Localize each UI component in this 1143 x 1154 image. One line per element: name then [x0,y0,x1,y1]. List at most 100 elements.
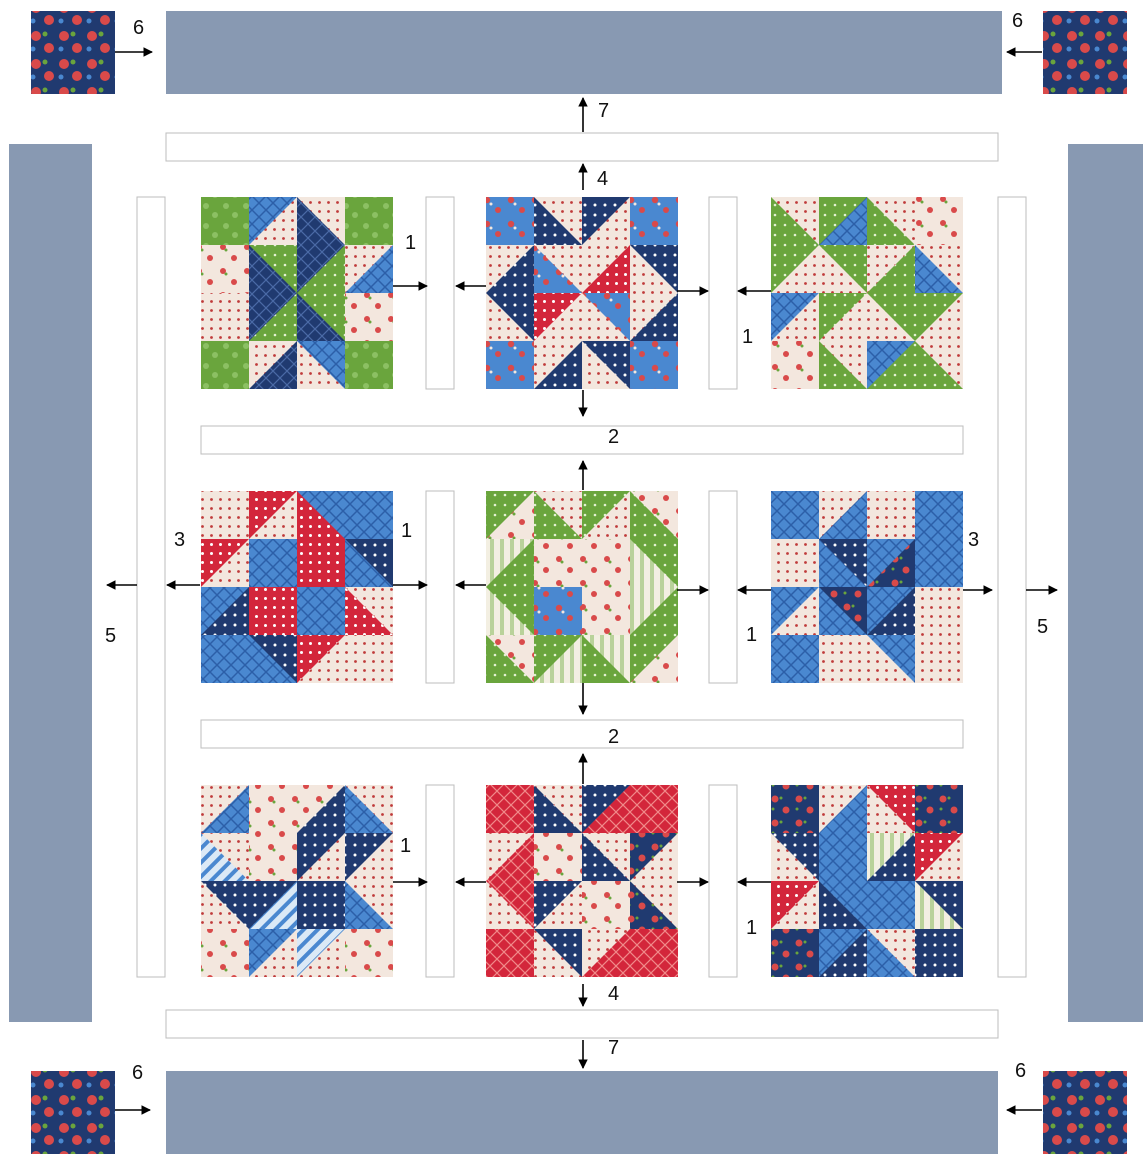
label-5-left: 5 [105,625,116,647]
blue-star-block [771,491,963,683]
green-pinwheel-block [771,197,963,389]
patch [486,929,534,977]
patch [630,785,678,833]
patch [345,635,393,683]
row-sashing-strip-1 [201,426,963,454]
patch [201,293,249,341]
label-7-bottom: 7 [608,1037,619,1059]
block-sashing-r1-b [709,197,737,389]
patch [915,929,963,977]
patch [915,539,963,587]
label-6-bottom-left: 6 [132,1062,143,1084]
patch [915,785,963,833]
patch [915,197,963,245]
label-3-right: 3 [968,529,979,551]
patch [345,197,393,245]
label-1-r1-right: 1 [742,326,753,348]
bottom-sashing-strip [166,1010,998,1038]
patch [249,539,297,587]
left-border [9,144,92,1022]
patch [771,539,819,587]
patch [582,587,630,635]
left-sashing-strip [137,197,165,977]
label-4-bottom: 4 [608,983,619,1005]
label-7-top: 7 [598,100,609,122]
label-1-r1-left: 1 [405,232,416,254]
label-5-right: 5 [1037,616,1048,638]
square-in-square-block [201,491,393,683]
patch [201,929,249,977]
patch [345,341,393,389]
patch [345,929,393,977]
bottom-border [166,1071,998,1154]
navy-triangles-block [771,785,963,977]
patch [867,881,915,929]
patch [201,245,249,293]
patch [771,635,819,683]
patch [486,341,534,389]
patch [819,833,867,881]
patch [771,491,819,539]
patch [630,929,678,977]
patch [297,539,345,587]
patch [486,785,534,833]
diamond-center-block [486,785,678,977]
block-sashing-r3-a [426,785,454,977]
patch [201,635,249,683]
block-sashing-r2-a [426,491,454,683]
label-1-r3-right: 1 [746,917,757,939]
patch [771,341,819,389]
label-6-top-left: 6 [133,17,144,39]
sawtooth-star-block [486,197,678,389]
top-sashing-strip [166,133,998,161]
patch [867,491,915,539]
patch [915,587,963,635]
patch [249,587,297,635]
label-6-bottom-right: 6 [1015,1060,1026,1082]
top-border [166,11,1002,94]
patch [201,491,249,539]
patch [201,197,249,245]
row-sashing-strip-2 [201,720,963,748]
label-1-r3-left: 1 [400,835,411,857]
bear-paw-block [201,785,393,977]
block-sashing-r1-a [426,197,454,389]
label-3-left: 3 [174,529,185,551]
patch [534,833,582,881]
rose-center-block [486,491,678,683]
corner-square-bottom-left [31,1071,115,1154]
label-2-row-2: 2 [608,726,619,748]
patch [915,635,963,683]
patch [582,881,630,929]
patch [249,833,297,881]
patch [297,881,345,929]
patch [630,341,678,389]
corner-square-top-right [1043,11,1127,94]
corner-square-top-left [31,11,115,94]
patch [534,539,582,587]
patch [345,293,393,341]
patch [819,635,867,683]
label-6-top-right: 6 [1012,10,1023,32]
label-4-top: 4 [597,168,608,190]
label-2-row-1: 2 [608,426,619,448]
right-border [1068,144,1143,1022]
patch [582,539,630,587]
star-pinwheel-block [201,197,393,389]
patch [345,491,393,539]
label-1-r2-right: 1 [746,624,757,646]
patch [534,587,582,635]
patch [630,197,678,245]
patch [486,197,534,245]
patch [297,587,345,635]
right-sashing-strip [998,197,1026,977]
patch [915,491,963,539]
patch [771,785,819,833]
block-sashing-r2-b [709,491,737,683]
corner-square-bottom-right [1043,1071,1127,1154]
patch [249,785,297,833]
patch [771,929,819,977]
block-sashing-r3-b [709,785,737,977]
label-1-r2-left: 1 [401,520,412,542]
